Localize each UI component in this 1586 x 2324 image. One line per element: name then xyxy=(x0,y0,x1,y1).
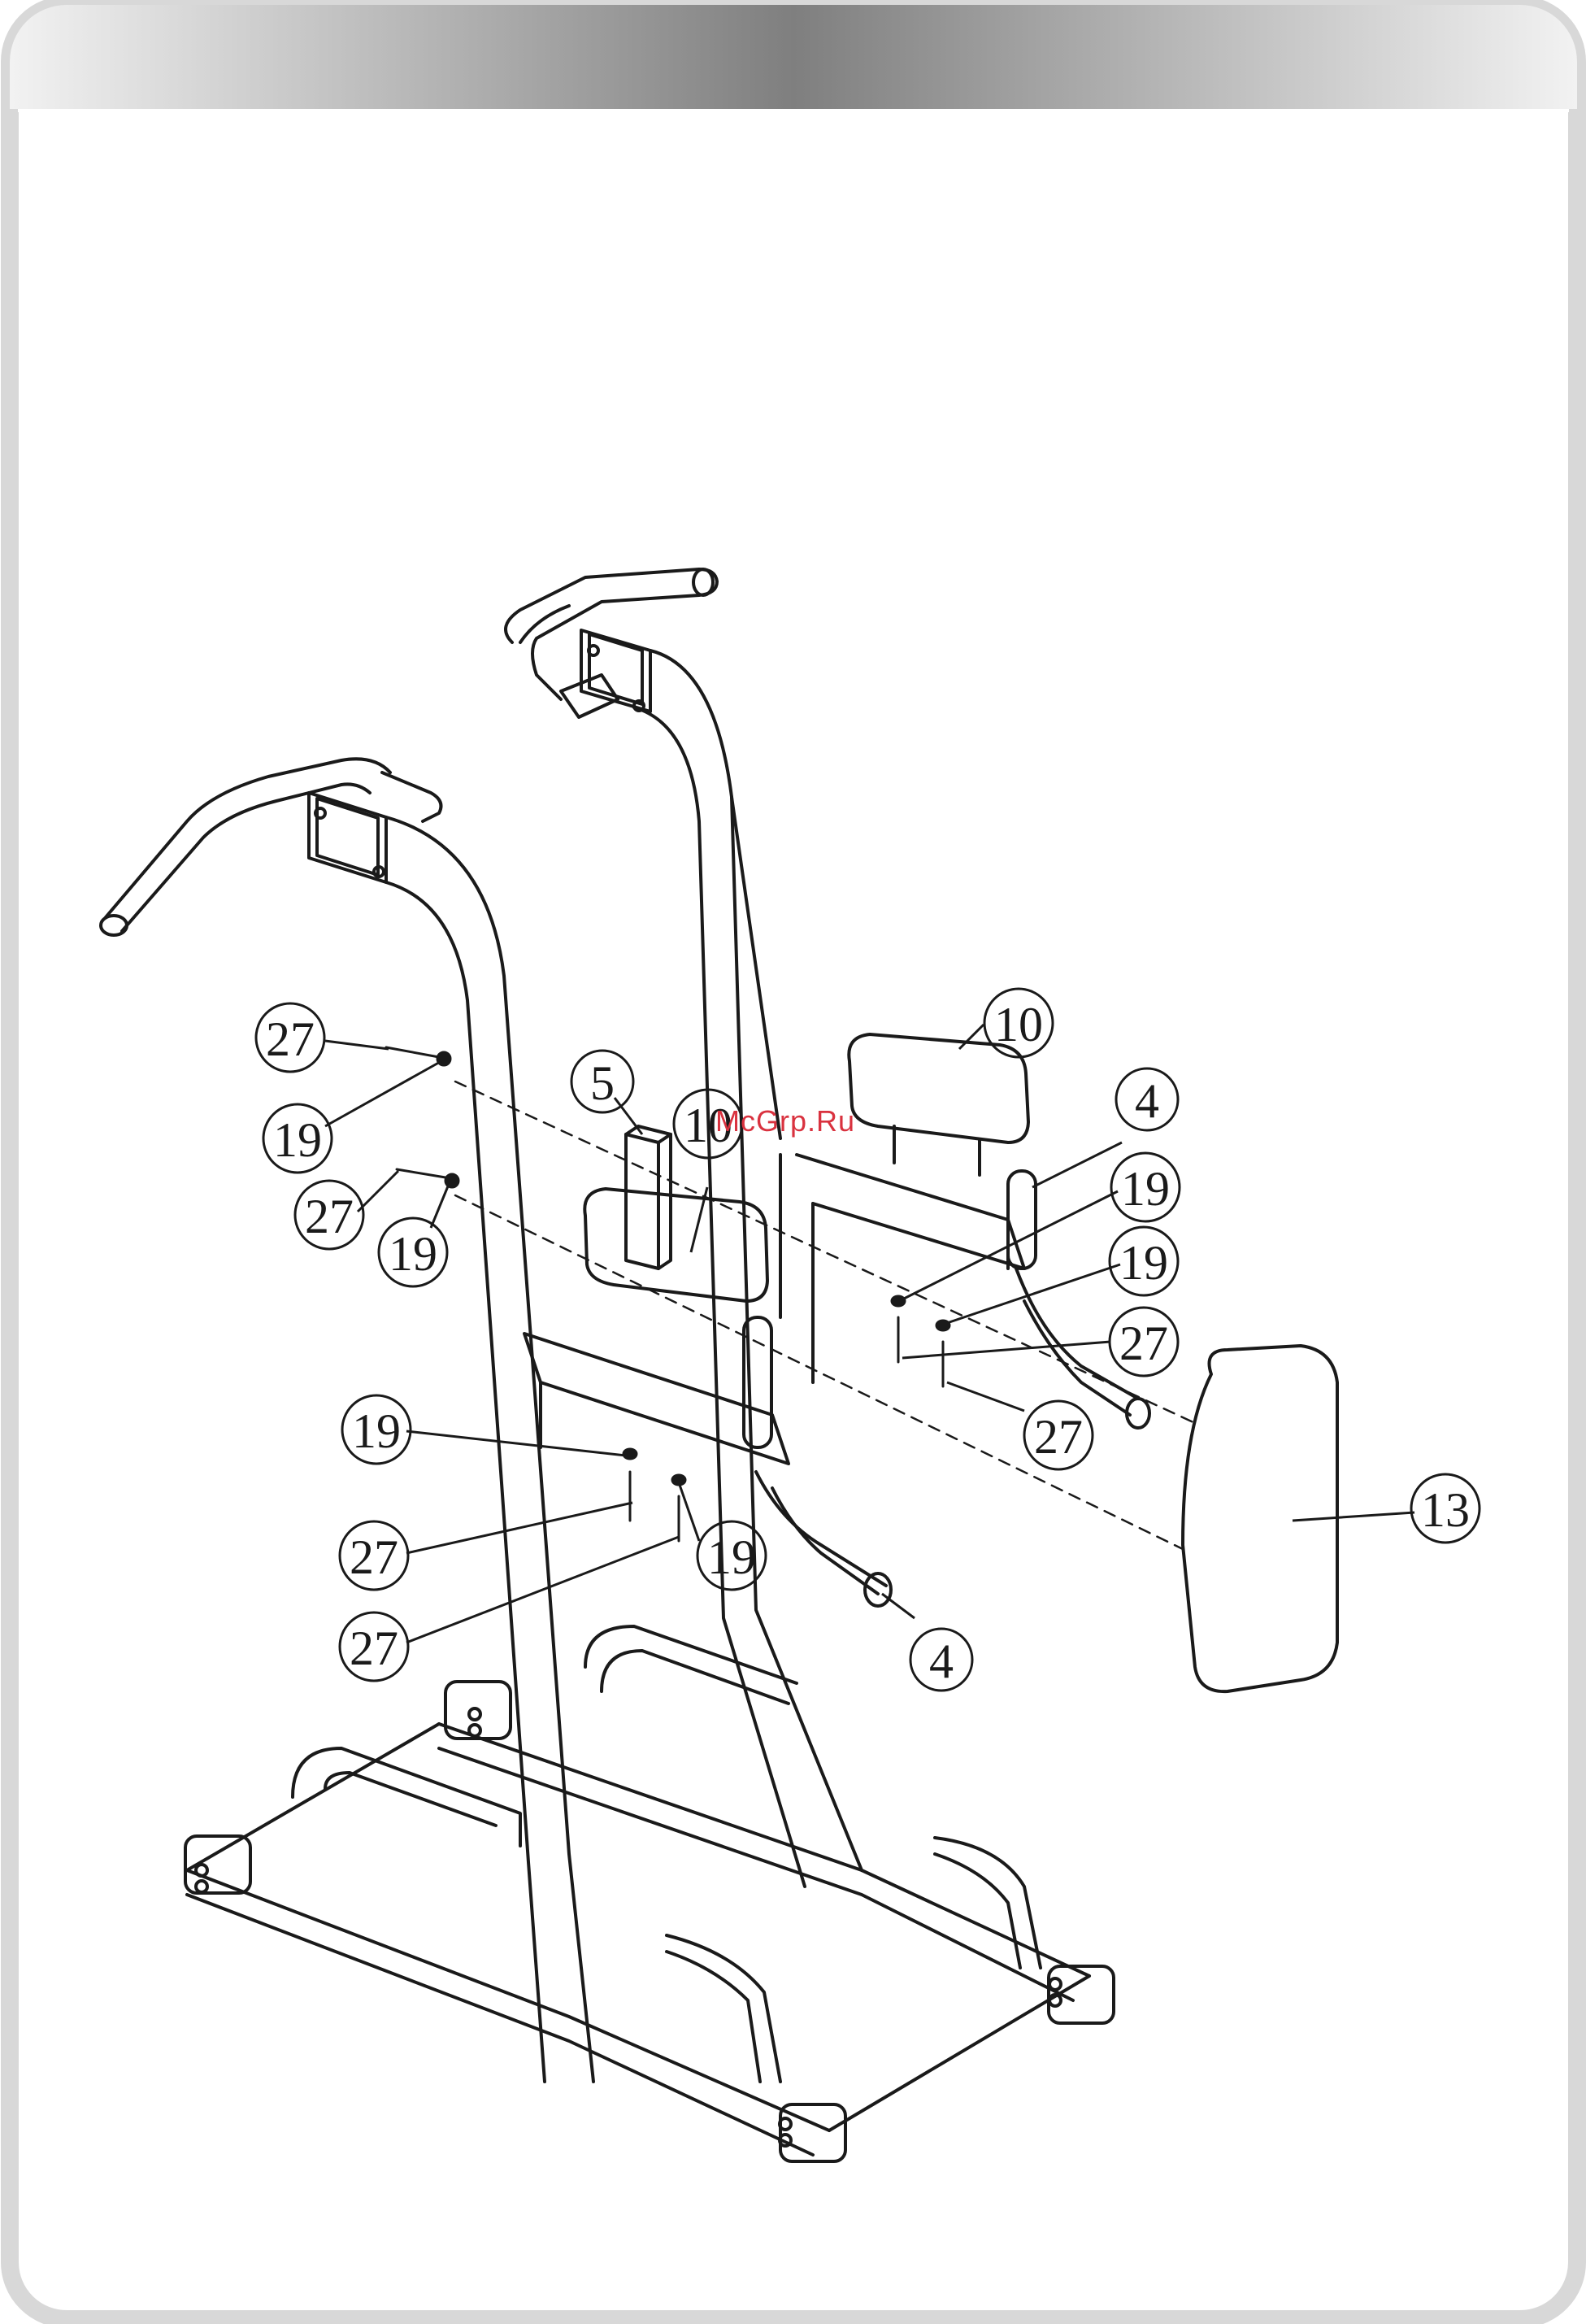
callout-27e: 27 xyxy=(350,1530,398,1584)
callout-19a: 19 xyxy=(273,1113,322,1167)
callout-4a: 4 xyxy=(1135,1074,1159,1128)
callout-19f: 19 xyxy=(707,1530,756,1584)
page-border xyxy=(10,5,1577,2319)
callout-13: 13 xyxy=(1421,1483,1470,1537)
callout-27a: 27 xyxy=(266,1012,315,1066)
callout-27b: 27 xyxy=(305,1190,354,1243)
callout-27f: 27 xyxy=(350,1621,398,1675)
callout-19c: 19 xyxy=(1121,1162,1170,1216)
callout-19e: 19 xyxy=(352,1404,401,1458)
callout-5: 5 xyxy=(590,1056,615,1110)
callout-4b: 4 xyxy=(929,1634,954,1688)
header-band xyxy=(10,5,1577,109)
callout-19b: 19 xyxy=(389,1227,437,1281)
callout-19d: 19 xyxy=(1119,1236,1168,1290)
callout-10b: 10 xyxy=(994,998,1043,1051)
callout-27c: 27 xyxy=(1119,1316,1168,1370)
watermark: McGrp.Ru xyxy=(715,1104,855,1138)
callout-27d: 27 xyxy=(1034,1410,1083,1464)
